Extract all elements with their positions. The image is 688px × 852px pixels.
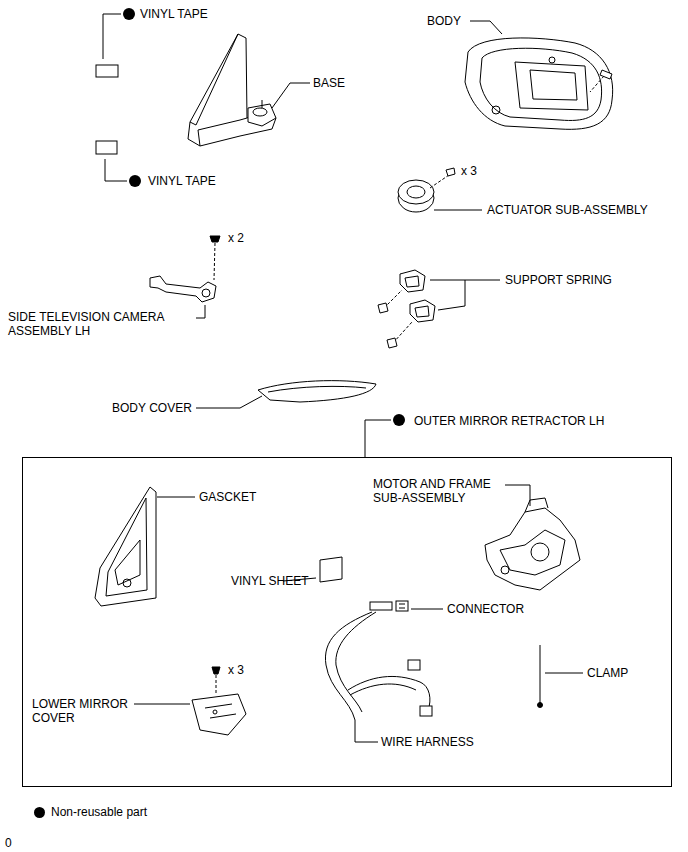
part-label: x 3 [461, 164, 477, 178]
legend-entry: Non-reusable part [34, 805, 147, 819]
part-label: WIRE HARNESS [381, 735, 474, 749]
part-label: 0 [5, 836, 12, 850]
legend-swatch [34, 807, 45, 818]
part-label: BODY [427, 14, 461, 28]
part-label: BASE [313, 76, 345, 90]
part-label: GASCKET [199, 490, 256, 504]
part-label: LOWER MIRROR COVER [32, 697, 132, 725]
part-label: SUPPORT SPRING [505, 273, 612, 287]
part-label: x 2 [228, 231, 244, 245]
assembly-box: OUTER MIRROR RETRACTOR LH [22, 457, 672, 787]
legend-text: Non-reusable part [51, 805, 147, 819]
part-label: CLAMP [587, 666, 628, 680]
part-label: x 3 [228, 663, 244, 677]
part-label: CONNECTOR [447, 602, 524, 616]
part-label: VINYL SHEET [231, 574, 309, 588]
part-label: SIDE TELEVISION CAMERA ASSEMBLY LH [8, 310, 188, 338]
part-label: MOTOR AND FRAME SUB-ASSEMBLY [373, 477, 501, 505]
part-label: VINYL TAPE [140, 7, 208, 21]
part-label: ACTUATOR SUB-ASSEMBLY [487, 203, 648, 217]
part-label: BODY COVER [112, 401, 192, 415]
part-label: VINYL TAPE [148, 174, 216, 188]
assembly-title: OUTER MIRROR RETRACTOR LH [414, 414, 604, 428]
